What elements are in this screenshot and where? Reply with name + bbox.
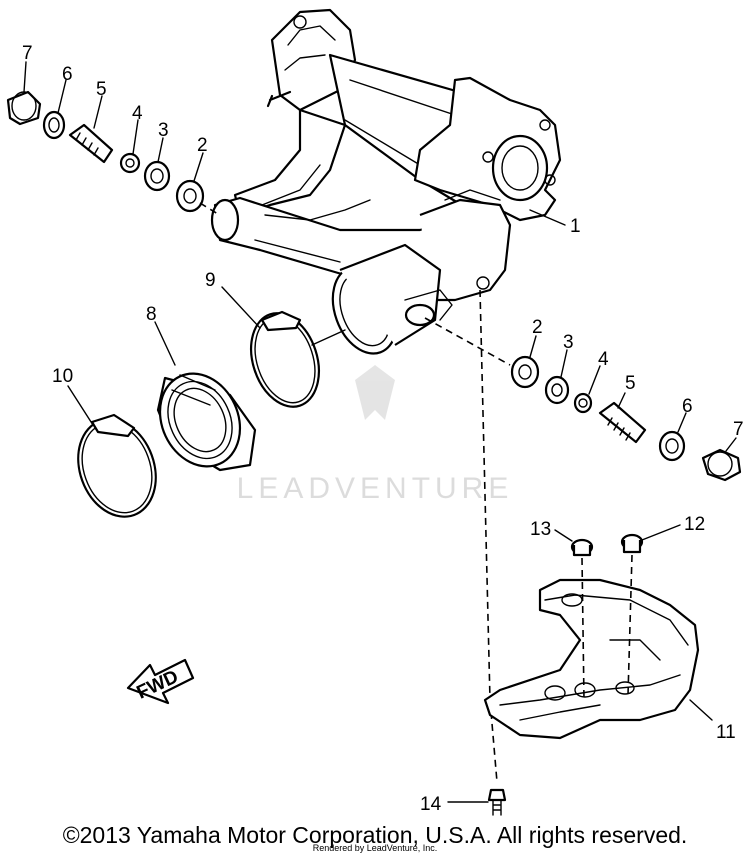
rendered-by-note: Rendered by LeadVenture, Inc. <box>312 843 438 853</box>
guard-plate <box>447 289 713 816</box>
callout-4-left: 4 <box>132 103 143 124</box>
callout-6-left: 6 <box>62 64 73 85</box>
callout-3-right: 3 <box>563 332 574 353</box>
right-parts <box>424 317 742 482</box>
callout-7-left: 7 <box>22 43 33 64</box>
left-parts <box>6 61 219 215</box>
fwd-arrow: FWD <box>126 658 195 705</box>
callout-2-left: 2 <box>197 135 208 156</box>
callout-11: 11 <box>716 722 736 743</box>
boot-and-clamps <box>67 286 346 518</box>
callout-7-right: 7 <box>733 419 744 440</box>
callout-labels: 7 6 5 4 3 2 1 9 8 10 2 3 4 5 6 7 13 12 1… <box>22 43 744 815</box>
callout-9: 9 <box>205 270 216 291</box>
callout-5-right: 5 <box>625 373 636 394</box>
callout-2-right: 2 <box>532 317 543 338</box>
callout-8: 8 <box>146 304 157 325</box>
watermark-text: LEADVENTURE <box>237 472 514 505</box>
callout-13: 13 <box>530 519 551 540</box>
callout-6-right: 6 <box>682 396 693 417</box>
copyright-notice: ©2013 Yamaha Motor Corporation, U.S.A. A… <box>62 822 688 848</box>
swing-arm <box>210 8 566 355</box>
callout-5-left: 5 <box>96 79 107 100</box>
callout-12: 12 <box>684 514 705 535</box>
watermark: LEADVENTURE <box>237 365 514 505</box>
callout-10: 10 <box>52 366 73 387</box>
callout-1: 1 <box>570 216 581 237</box>
callout-3-left: 3 <box>158 120 169 141</box>
callout-4-right: 4 <box>598 349 609 370</box>
callout-14: 14 <box>420 794 442 815</box>
